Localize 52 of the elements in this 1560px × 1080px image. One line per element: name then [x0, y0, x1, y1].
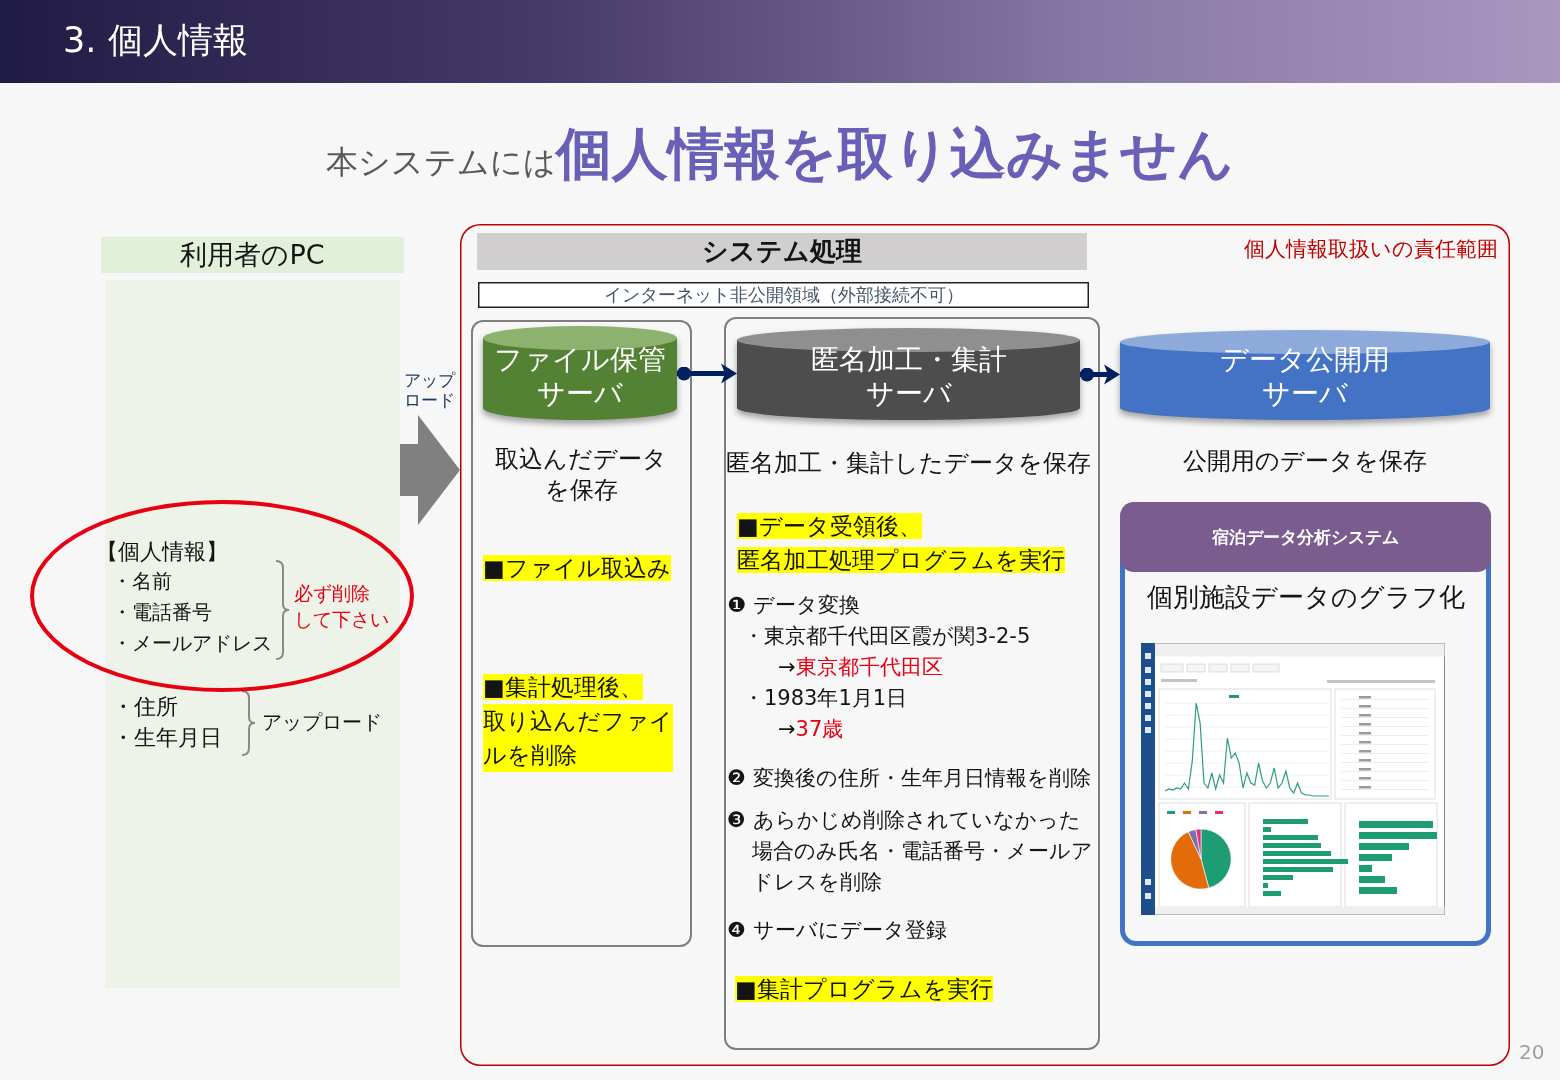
- description-text: 取込んだデータを保存: [494, 444, 668, 506]
- panel-caption: 個別施設データのグラフ化: [1146, 581, 1465, 614]
- highlighted-step: ■ファイル取込み: [483, 555, 671, 581]
- highlighted-step: 匿名加工処理プログラムを実行: [737, 547, 1065, 573]
- server-name: データ公開用サーバ: [1219, 343, 1391, 411]
- step-text: ❸ あらかじめ削除されていなかった場合のみ氏名・電話番号・メールアドレスを削除: [727, 807, 1095, 896]
- headline: 本システムには個人情報を取り込みません: [326, 120, 1234, 188]
- highlight-ellipse: [30, 500, 414, 692]
- step-text: ❷ 変換後の住所・生年月日情報を削除: [727, 765, 1091, 792]
- warning-text: して下さい: [294, 607, 389, 632]
- warning-text: 必ず削除: [294, 581, 370, 606]
- list-item: ・名前: [112, 568, 172, 594]
- list-item: ・住所: [112, 693, 178, 721]
- server-cylinder: [737, 328, 1080, 420]
- step-text: ❹ サーバにデータ登録: [727, 917, 947, 944]
- list-item: ・メールアドレス: [112, 630, 272, 656]
- example-text: ・1983年1月1日: [743, 685, 908, 712]
- list-heading: 【個人情報】: [96, 538, 228, 566]
- highlighted-step: 取り込んだファイルを削除: [483, 704, 673, 772]
- example-text: ・東京都千代田区霞が関3-2-5: [743, 623, 1031, 650]
- panel-heading: 利用者のPC: [101, 237, 404, 273]
- app-header: 宿泊データ分析システム: [1120, 502, 1491, 572]
- server-column: [471, 320, 692, 947]
- arrow: [677, 363, 737, 384]
- step-heading: ❶ データ変換: [727, 592, 860, 619]
- action-note: アップロード: [262, 709, 382, 735]
- description-text: 公開用のデータを保存: [1183, 446, 1427, 477]
- edge-label: アップロード: [404, 370, 457, 411]
- section-band: [477, 233, 1087, 270]
- list-item: ・生年月日: [112, 724, 222, 752]
- arrow: [1080, 364, 1120, 385]
- area-label-box: [478, 282, 1089, 308]
- converted-value: →東京都千代田区: [778, 654, 943, 681]
- server-column: [724, 317, 1100, 1050]
- description-text: 匿名加工・集計したデータを保存: [726, 448, 1091, 479]
- server-cylinder: [483, 326, 677, 420]
- band-title: システム処理: [702, 235, 862, 268]
- app-panel: [1120, 502, 1491, 946]
- highlighted-step: ■データ受領後、: [737, 513, 922, 539]
- block-arrow: [400, 415, 460, 525]
- area-label: インターネット非公開領域（外部接続不可）: [603, 283, 964, 307]
- server-name: 匿名加工・集計サーバ: [810, 343, 1008, 411]
- list-item: ・電話番号: [112, 599, 212, 625]
- page-number: 20: [1519, 1040, 1545, 1064]
- highlighted-step: ■集計プログラムを実行: [735, 976, 993, 1002]
- region-title: 個人情報取扱いの責任範囲: [1244, 236, 1498, 263]
- responsibility-region: [460, 224, 1510, 1066]
- server-name: ファイル保管サーバ: [493, 343, 667, 411]
- highlighted-step: ■集計処理後、: [483, 674, 643, 700]
- slide-title: 3. 個人情報: [63, 19, 248, 62]
- server-cylinder: [1120, 330, 1490, 420]
- converted-value: →37歳: [778, 716, 844, 743]
